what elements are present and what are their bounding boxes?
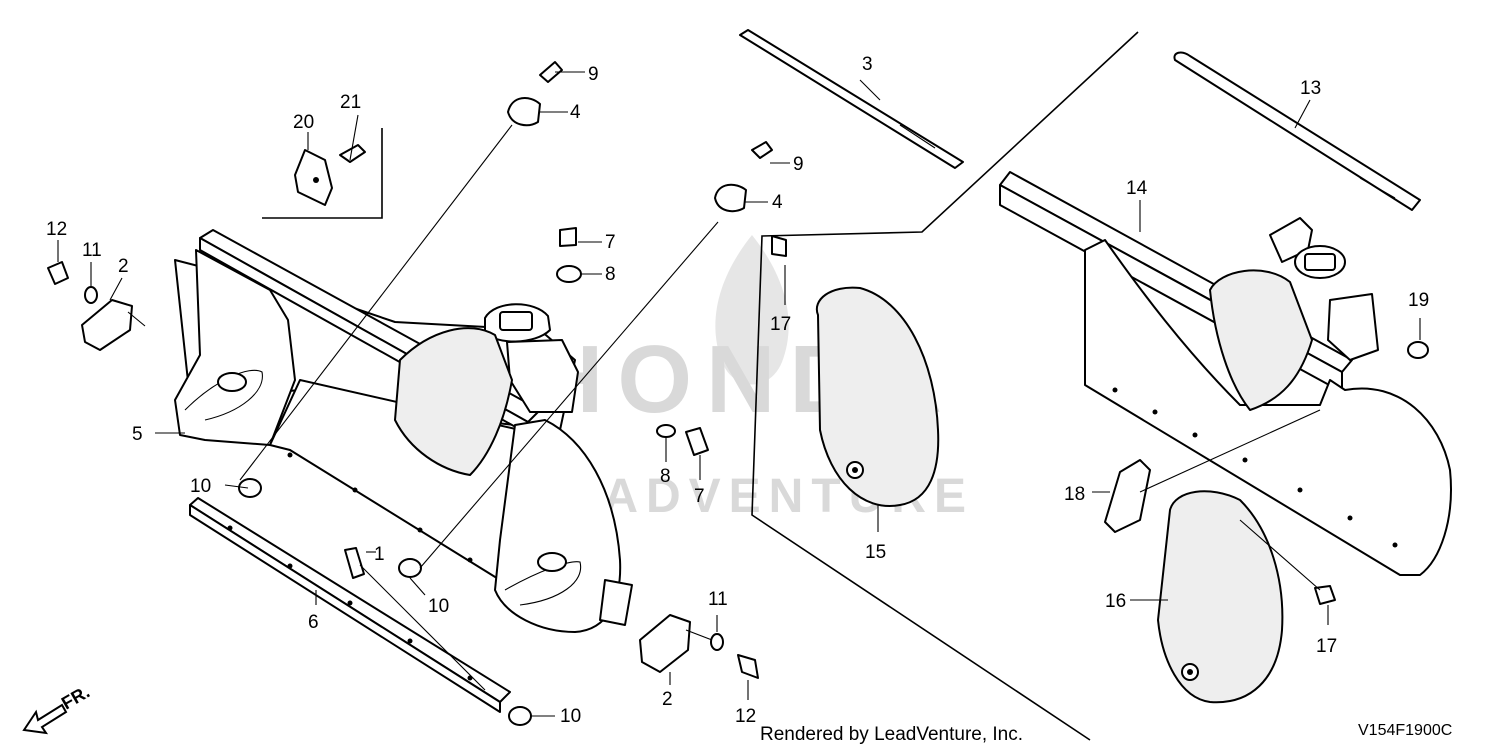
callout-10a: 10 [190, 476, 211, 497]
skid-shoe-right [639, 614, 691, 673]
rendered-by-text: Rendered by LeadVenture, Inc. [760, 724, 1023, 745]
callout-21: 21 [340, 92, 361, 113]
auger-shaft-right [1173, 51, 1421, 211]
watermark-logo [715, 235, 789, 385]
callout-9a: 9 [588, 64, 599, 85]
callout-11b: 11 [708, 589, 728, 610]
scraper-bar [189, 497, 511, 713]
callout-18: 18 [1064, 484, 1085, 505]
section-separators [262, 31, 1139, 741]
callout-15: 15 [865, 542, 886, 563]
bracket-18 [1104, 459, 1151, 533]
skid-shoe-left [81, 299, 133, 351]
callout-10c: 10 [560, 706, 581, 727]
callout-8b: 8 [660, 466, 671, 487]
front-arrow-icon [22, 703, 68, 735]
callout-3: 3 [862, 54, 873, 75]
callout-13: 13 [1300, 78, 1321, 99]
callout-11a: 11 [82, 240, 102, 261]
callout-12a: 12 [46, 219, 67, 240]
callout-6: 6 [308, 612, 319, 633]
auger-housing-right [999, 171, 1452, 576]
auger-shaft [739, 29, 964, 169]
callout-2b: 2 [662, 689, 673, 710]
callout-14: 14 [1126, 178, 1148, 199]
callout-10b: 10 [428, 596, 449, 617]
callout-9b: 9 [793, 154, 804, 175]
auger-housing-left [174, 229, 633, 633]
callout-5: 5 [132, 424, 143, 445]
callout-16: 16 [1105, 591, 1126, 612]
callout-7b: 7 [694, 486, 705, 507]
leader-lines [57, 71, 1421, 717]
side-cover-16 [1157, 490, 1284, 704]
callout-8a: 8 [605, 264, 616, 285]
bracket-20 [294, 149, 333, 206]
callout-19: 19 [1408, 290, 1429, 311]
callout-12b: 12 [735, 706, 756, 727]
callout-4a: 4 [570, 102, 581, 123]
fasteners [47, 61, 1429, 726]
side-cover-15 [815, 286, 940, 507]
callout-1: 1 [374, 544, 385, 565]
direction-indicator: FR. [22, 682, 93, 735]
callout-2a: 2 [118, 256, 129, 277]
diagram-code: V154F1900C [1358, 722, 1452, 739]
callout-4b: 4 [772, 192, 783, 213]
callout-17a: 17 [770, 314, 791, 335]
callouts: 9 4 3 9 4 7 8 21 20 12 11 2 5 10 8 7 1 1… [46, 54, 1429, 727]
callout-17b: 17 [1316, 636, 1337, 657]
callout-7a: 7 [605, 232, 616, 253]
callout-20: 20 [293, 112, 314, 133]
